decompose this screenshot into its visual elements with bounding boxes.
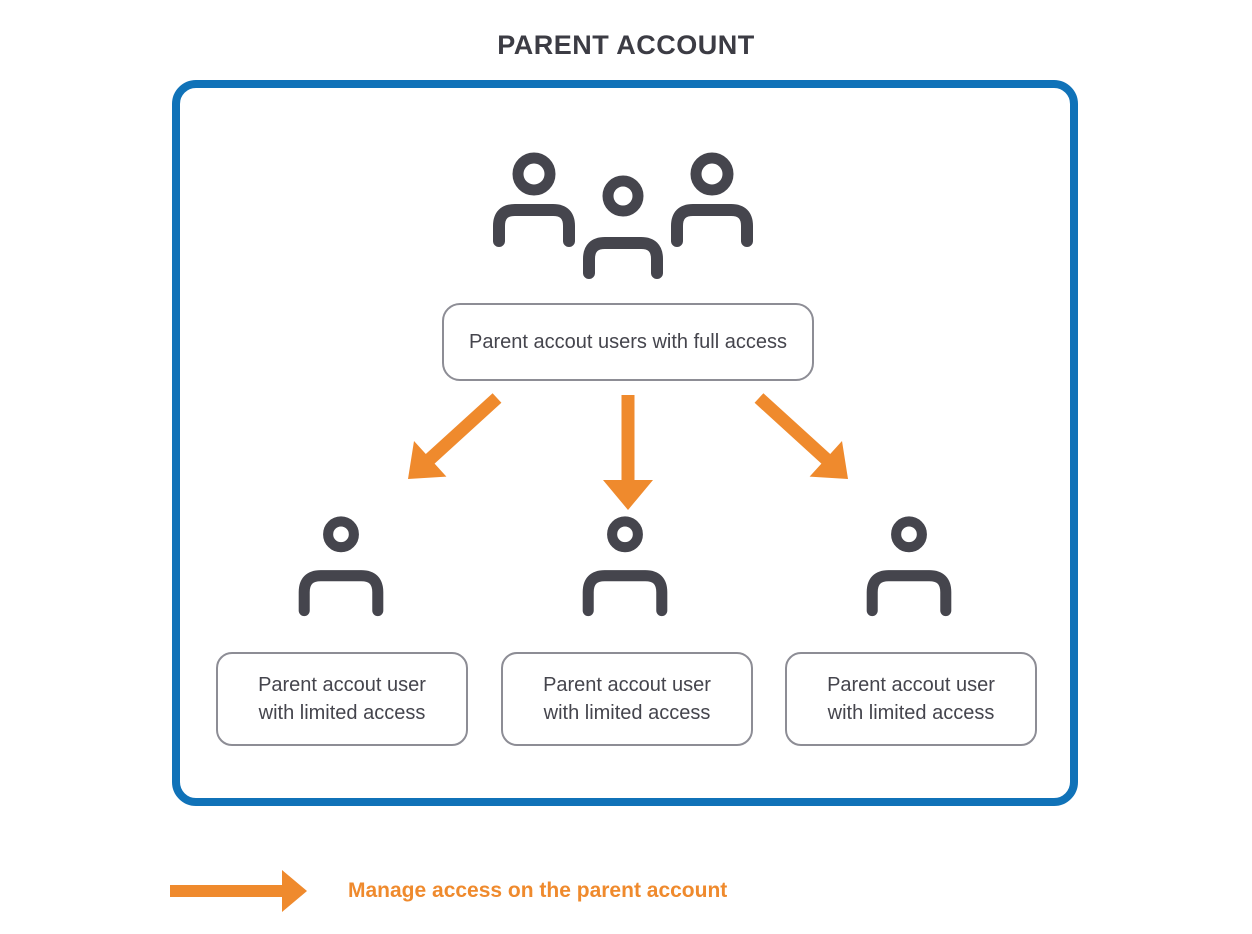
arrow-down-icon bbox=[603, 395, 653, 510]
user-icon bbox=[866, 516, 952, 617]
limited-access-node: Parent accout user with limited access bbox=[216, 652, 468, 746]
legend-label: Manage access on the parent account bbox=[348, 879, 728, 902]
page-title: PARENT ACCOUNT bbox=[497, 30, 755, 60]
limited-access-label: Parent accout user with limited access bbox=[543, 674, 711, 724]
user-icon bbox=[582, 516, 668, 617]
full-access-node: Parent accout users with full access bbox=[442, 303, 814, 381]
limited-access-node: Parent accout user with limited access bbox=[785, 652, 1037, 746]
users-group-icon bbox=[493, 152, 753, 285]
limited-access-label: Parent accout user with limited access bbox=[827, 674, 995, 724]
manage-access-arrows bbox=[408, 393, 848, 510]
full-access-label: Parent accout users with full access bbox=[469, 331, 787, 353]
limited-access-label: Parent accout user with limited access bbox=[258, 674, 426, 724]
arrow-down-right-icon bbox=[754, 393, 848, 479]
arrow-right-icon bbox=[170, 870, 307, 912]
arrow-down-left-icon bbox=[408, 393, 502, 479]
limited-access-node: Parent accout user with limited access bbox=[501, 652, 753, 746]
user-icon bbox=[298, 516, 384, 617]
